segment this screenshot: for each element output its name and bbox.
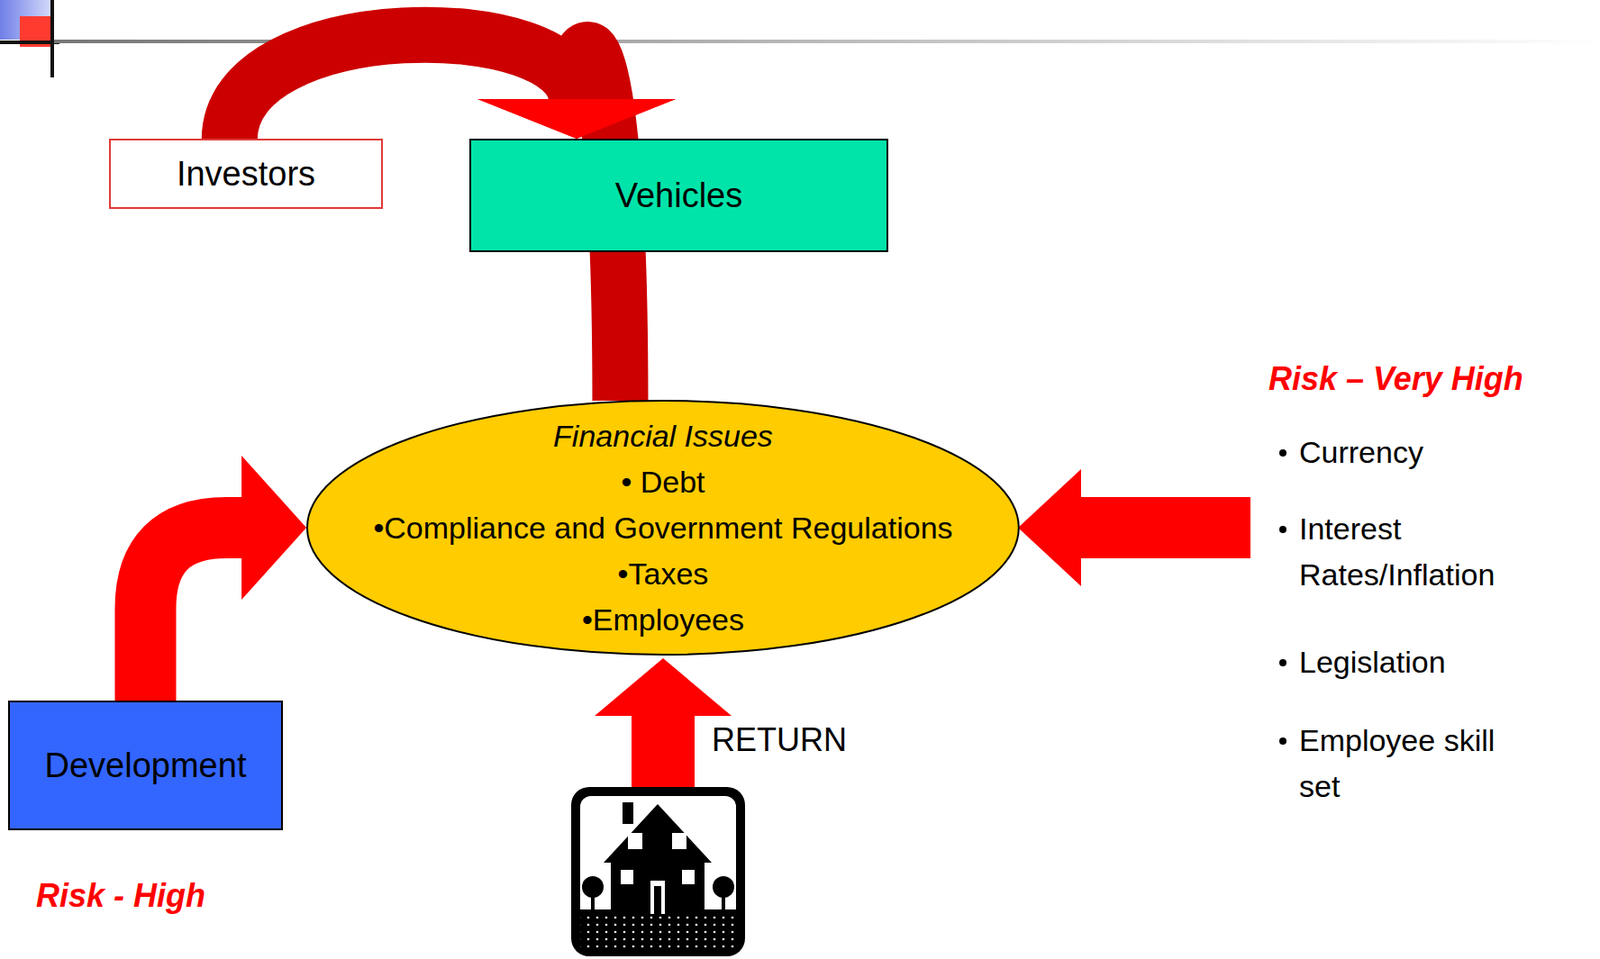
- bullet-dot: [1279, 659, 1287, 667]
- risk-arrow: [1018, 469, 1251, 587]
- risk-item: Currency: [1299, 429, 1529, 476]
- house-door: [650, 881, 665, 915]
- arrow-shaft: [229, 35, 577, 140]
- icon-lawn: [580, 909, 737, 950]
- arrow-head: [241, 455, 307, 600]
- icon-lawn-dots: [580, 913, 737, 950]
- block-arrow: [145, 455, 308, 703]
- node-text: •Employees: [581, 597, 745, 644]
- bullet-dot: [1279, 737, 1287, 746]
- node-text: Investors: [176, 154, 316, 194]
- bullet-dot: [1279, 449, 1287, 457]
- arrow-shaft: [145, 527, 245, 703]
- node-text: •Taxes: [618, 551, 710, 598]
- risk-item: Employee skill set: [1299, 718, 1529, 810]
- risk-item: Legislation: [1299, 639, 1529, 686]
- risk-heading: Risk – Very High: [1268, 354, 1593, 404]
- logo-line: [50, 0, 55, 78]
- arrow-head: [477, 99, 676, 139]
- house-window: [672, 833, 687, 850]
- investor-box: Investors: [109, 138, 383, 210]
- return-arrow: [594, 658, 732, 791]
- node-text: •Compliance and Government Regulations: [372, 505, 953, 552]
- node-text: Vehicles: [615, 175, 744, 216]
- house-door: [654, 886, 662, 915]
- icon-frame: [571, 787, 746, 957]
- node-text: • Debt: [620, 459, 705, 506]
- house-body: [610, 860, 705, 915]
- ellipse-heading: Financial Issues: [553, 413, 773, 460]
- ellipse-shape: [307, 400, 1019, 655]
- node-text: Development: [45, 745, 247, 786]
- arrow-head: [477, 99, 676, 139]
- vehicle-box: Vehicles: [469, 138, 889, 253]
- house-window: [627, 833, 643, 850]
- risk-item: Interest Rates/Inflation: [1299, 506, 1529, 599]
- house-icon: [571, 787, 746, 957]
- tree: [721, 891, 726, 914]
- logo-line: [0, 40, 60, 45]
- risk-rating: Risk - High: [36, 872, 307, 921]
- house-roof: [603, 804, 712, 864]
- development-box: Development: [8, 700, 283, 831]
- house-window: [620, 870, 634, 885]
- flow-label: RETURN: [711, 716, 910, 765]
- house-chimney: [622, 802, 634, 825]
- financial-ellipse: Financial Issues• Debt•Compliance and Go…: [306, 400, 1020, 656]
- house-window: [681, 870, 695, 885]
- tree: [590, 891, 595, 914]
- bullet-dot: [1279, 526, 1287, 534]
